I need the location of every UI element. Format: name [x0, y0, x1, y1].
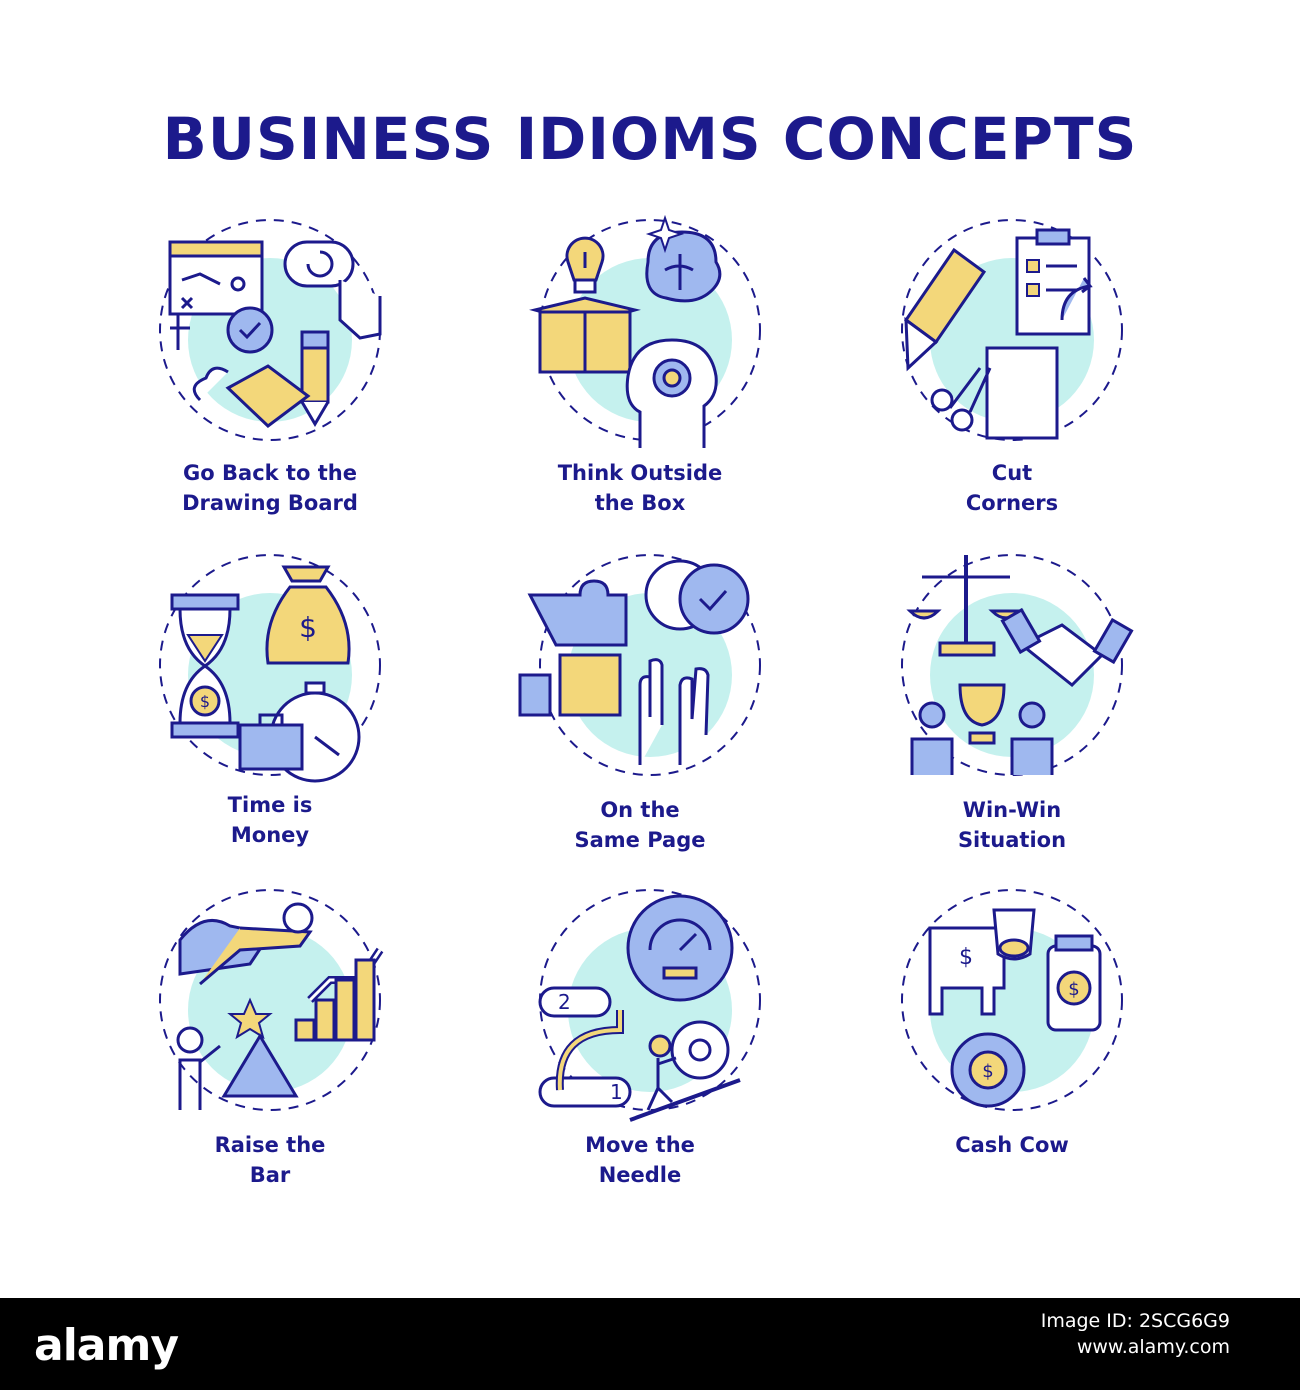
footer-bar: alamy Image ID: 2SCG6G9 www.alamy.com: [0, 1298, 1300, 1390]
site-link[interactable]: www.alamy.com: [1076, 1336, 1230, 1358]
cow-money-icon: $ $ $: [862, 850, 1162, 1150]
step-number: 1: [610, 1080, 623, 1104]
lightbulb-box-icon: [500, 180, 800, 480]
hourglass-money-icon: $ $: [120, 515, 420, 815]
handshake-trophy-icon: [862, 515, 1162, 815]
drawing-board-icon: [120, 180, 420, 480]
dollar-glyph: $: [982, 1061, 993, 1082]
superhero-growth-icon: [120, 850, 420, 1150]
concept-label: Cash Cow: [955, 1133, 1069, 1157]
step-number: 2: [558, 990, 571, 1014]
dollar-glyph: $: [200, 692, 210, 711]
image-id-block: Image ID: 2SCG6G9 www.alamy.com: [1041, 1308, 1230, 1360]
dollar-glyph: $: [1068, 979, 1079, 1000]
gauge-gears-icon: 2 1: [500, 850, 800, 1150]
image-id: Image ID: 2SCG6G9: [1040, 1310, 1230, 1332]
scissors-paper-icon: [862, 180, 1162, 480]
dollar-glyph: $: [299, 611, 317, 644]
puzzle-agreement-icon: [500, 515, 800, 815]
page-title: BUSINESS IDIOMS CONCEPTS: [162, 105, 1138, 173]
brand-logo[interactable]: alamy: [34, 1320, 179, 1371]
dollar-glyph: $: [959, 945, 973, 970]
